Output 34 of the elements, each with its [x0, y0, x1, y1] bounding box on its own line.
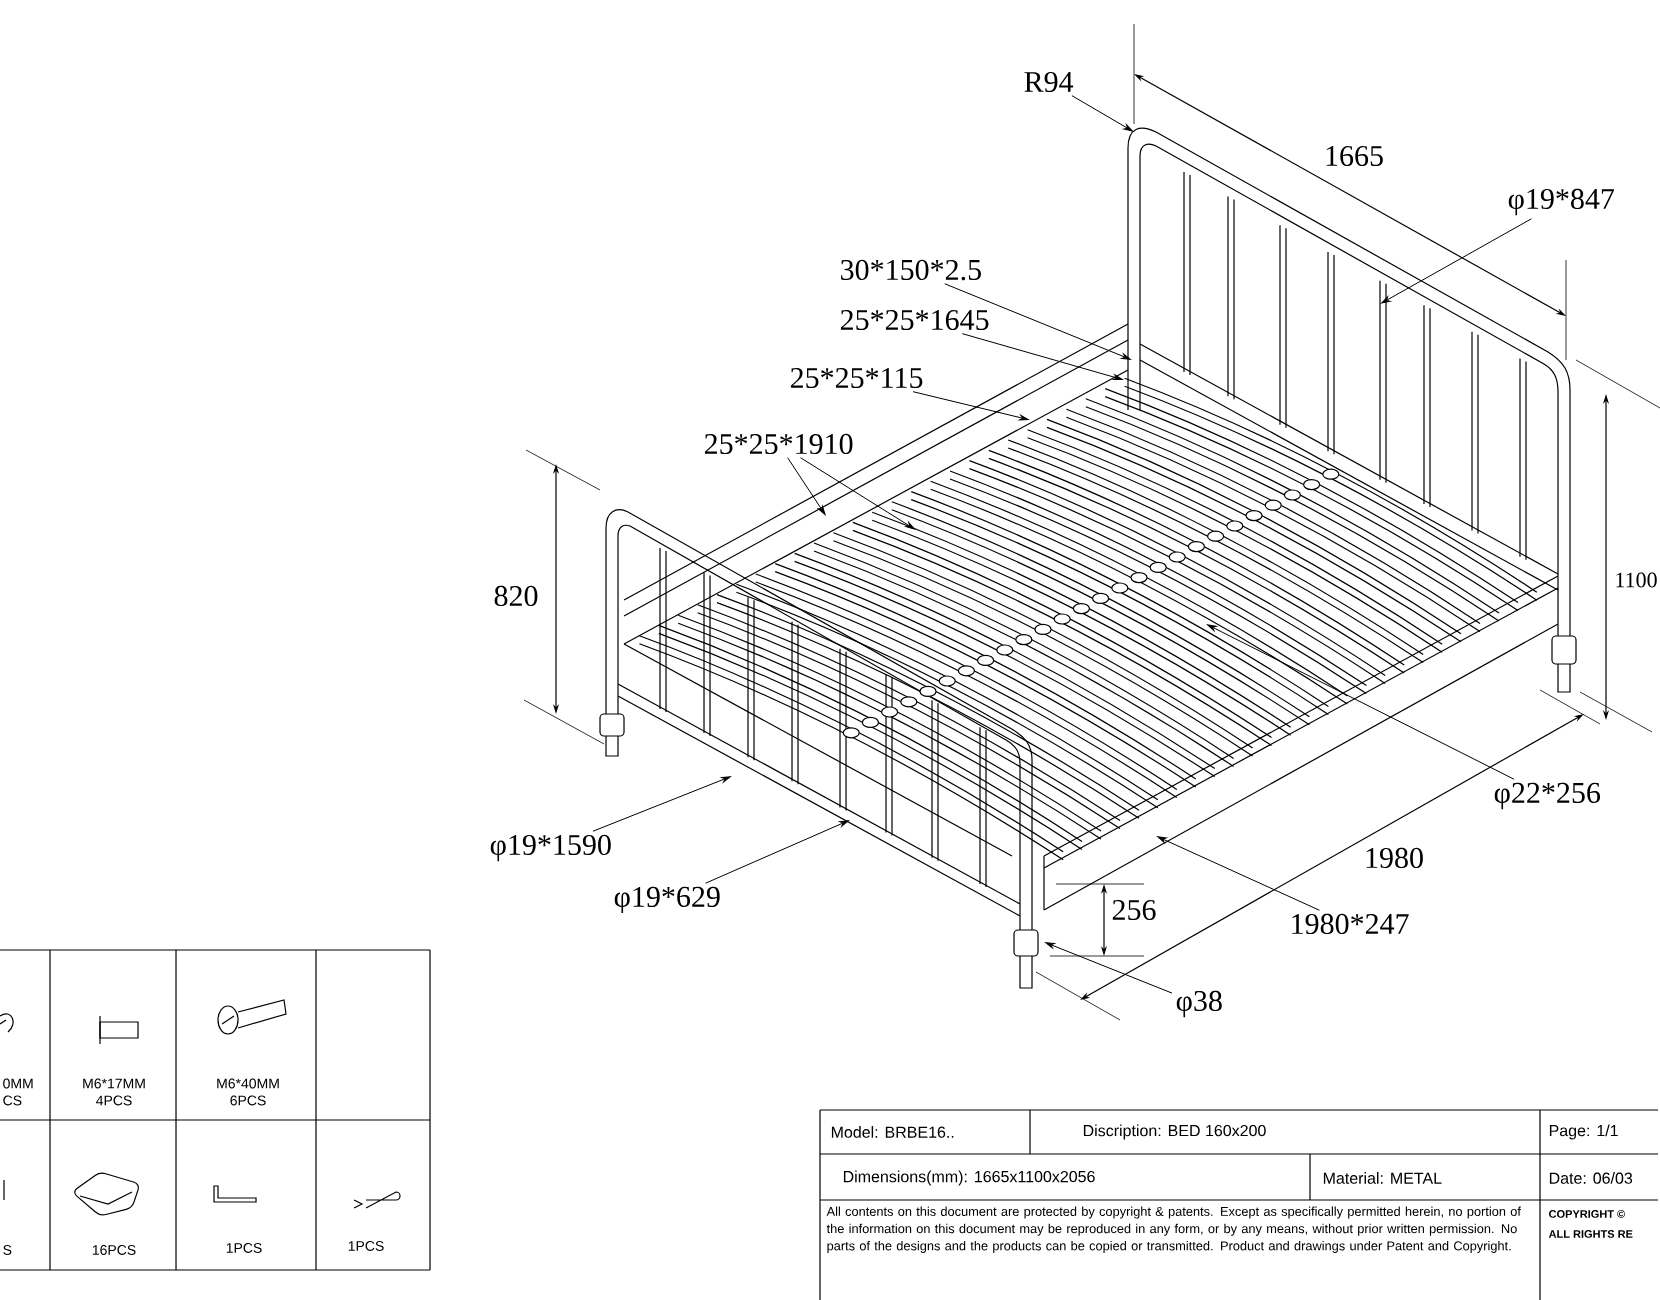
leader-line [1207, 624, 1515, 780]
dimension-text: 1980 [1366, 847, 1423, 869]
dimension-text: 256 [1112, 899, 1156, 921]
dimension-text: 1665 [1326, 145, 1383, 167]
title-block-text: Date: 06/03 [1549, 1172, 1633, 1184]
leader-line [912, 391, 1029, 421]
dimension-text: 1100 [1616, 572, 1657, 588]
title-block-text: Discription: BED 160x200 [1083, 1124, 1266, 1140]
leader-line [1381, 218, 1532, 304]
part-label: φ19*629 [614, 886, 720, 914]
leader-line [592, 776, 731, 832]
part-label: φ19*847 [1508, 188, 1615, 216]
title-block-text: Dimensions(mm): 1665x1100x2056 [843, 1170, 1095, 1186]
part-label: 25*25*115 [790, 367, 923, 389]
leader-line [1071, 95, 1133, 132]
part-label: R94 [1024, 71, 1074, 93]
leader-line [704, 820, 849, 884]
leader-line [1045, 942, 1173, 994]
part-label: 1980*247 [1292, 913, 1409, 935]
dimension-text: 820 [494, 585, 538, 607]
part-label: 25*25*1645 [840, 309, 989, 331]
part-label: 30*150*2.5 [841, 259, 981, 281]
part-label: 25*25*1910 [704, 433, 853, 455]
leader-line [800, 457, 915, 530]
leader-line [787, 457, 826, 515]
title-block-text: Model: BRBE16.. [831, 1126, 954, 1138]
part-label: φ19*1590 [490, 834, 611, 862]
title-block-text: Material: METAL [1323, 1172, 1442, 1184]
leader-line [1157, 836, 1320, 911]
leader-line [961, 333, 1123, 381]
part-label: φ22*256 [1494, 782, 1601, 810]
leader-line [944, 283, 1131, 360]
part-label: φ38 [1176, 990, 1222, 1018]
title-block-text: Page: 1/1 [1549, 1124, 1618, 1140]
